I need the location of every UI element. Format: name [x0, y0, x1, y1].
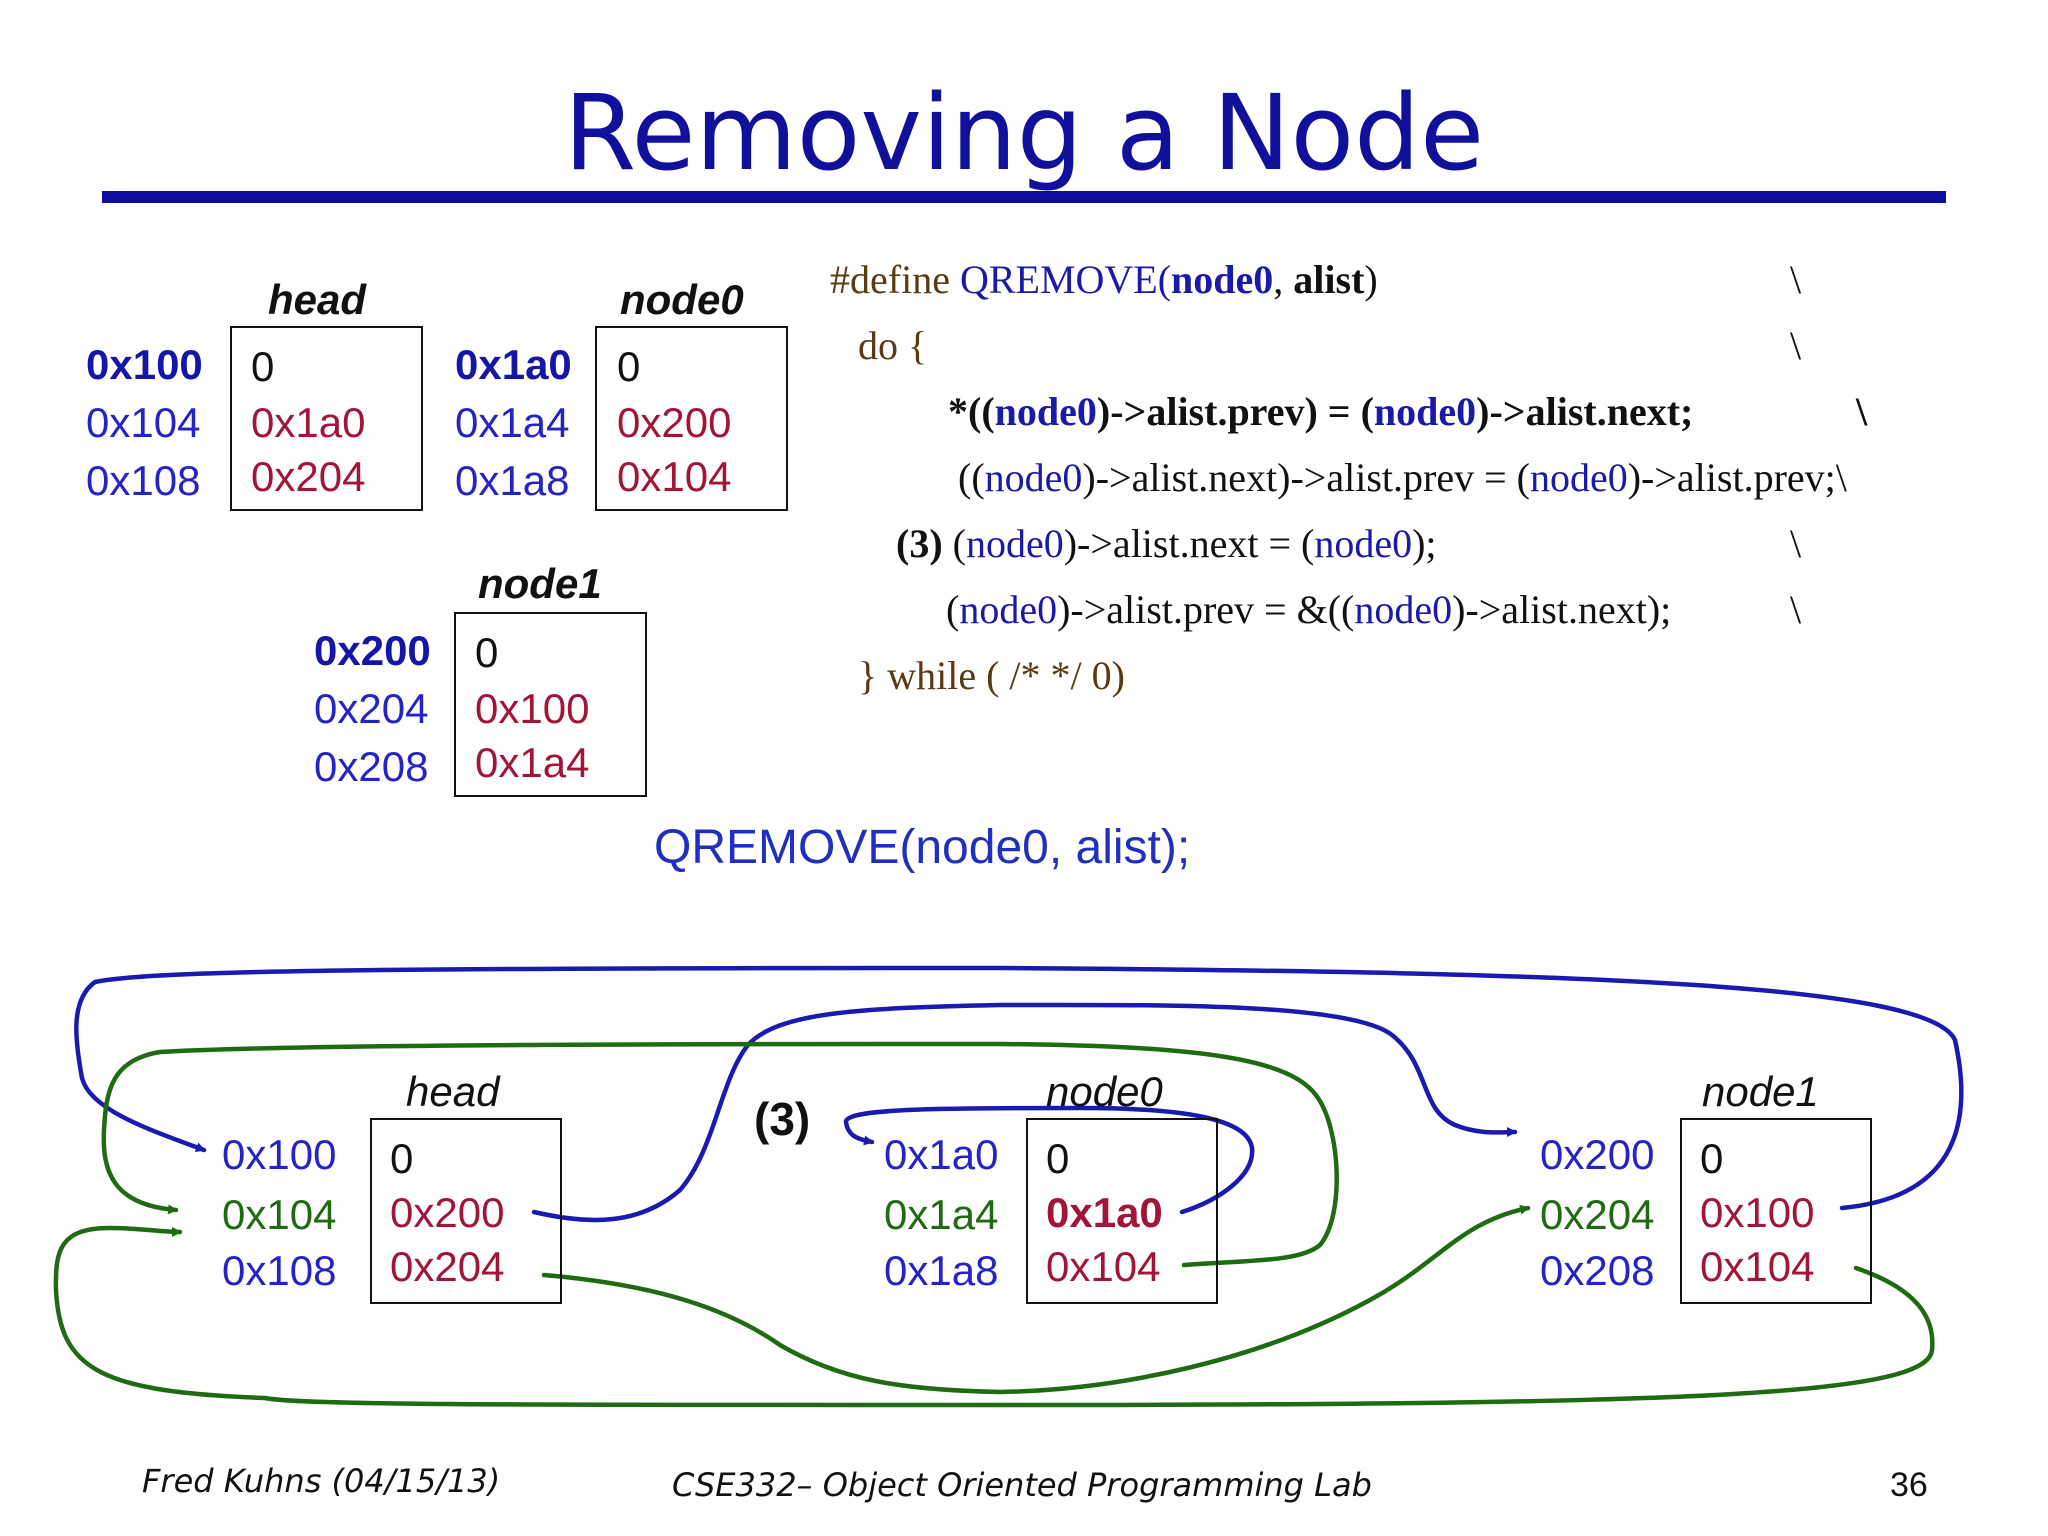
- top-node0-addr-0: 0x1a0: [455, 341, 572, 388]
- top-node0-box: [595, 326, 788, 511]
- footer-page-number: 36: [1890, 1466, 1928, 1504]
- step-3-label: (3): [754, 1093, 811, 1145]
- top-node1-val-0: 0: [475, 629, 499, 676]
- top-node0-addr-1: 0x1a4: [455, 399, 570, 446]
- top-node0-val-0: 0: [617, 343, 641, 390]
- bottom-head-val-1: 0x200: [390, 1189, 505, 1236]
- footer-author: Fred Kuhns (04/15/13): [142, 1462, 501, 1500]
- top-node1-addr-2: 0x208: [314, 743, 429, 790]
- code-line-3: *((node0)->alist.prev) = (node0)->alist.…: [948, 389, 1694, 434]
- top-node1-box: [454, 612, 647, 797]
- footer-course: CSE332– Object Oriented Programming Lab: [672, 1466, 1372, 1504]
- top-head-val-1: 0x1a0: [251, 399, 366, 446]
- bottom-node1-val-0: 0: [1700, 1135, 1724, 1182]
- slide-title: Removing a Node: [563, 72, 1485, 194]
- bottom-node1-addr-1: 0x204: [1540, 1191, 1655, 1238]
- top-node1-val-1: 0x100: [475, 685, 590, 732]
- bottom-head-val-0: 0: [390, 1135, 414, 1182]
- bottom-head-addr-1: 0x104: [222, 1191, 337, 1238]
- code-line-6-cont: \: [1790, 587, 1802, 632]
- bottom-node0-box: [1026, 1118, 1218, 1304]
- top-head-val-2: 0x204: [251, 453, 366, 500]
- top-head-addr-2: 0x108: [86, 457, 201, 504]
- bottom-node0-addr-1: 0x1a4: [884, 1191, 999, 1238]
- bottom-node0-val-2: 0x104: [1046, 1243, 1161, 1290]
- code-line-3-cont: \: [1856, 389, 1868, 434]
- bottom-node0-addr-0: 0x1a0: [884, 1131, 999, 1178]
- code-line-6: (node0)->alist.prev = &((node0)->alist.n…: [946, 587, 1672, 632]
- bottom-node1-val-2: 0x104: [1700, 1243, 1815, 1290]
- bottom-node1-label: node1: [1702, 1068, 1819, 1115]
- top-head-box: [230, 326, 423, 511]
- arrow-node0-prev-to-head: [101, 1041, 1339, 1268]
- bottom-head-box: [370, 1118, 562, 1304]
- top-head-addr-0: 0x100: [86, 341, 203, 388]
- arrow-node1-prev-to-head: [53, 1225, 1935, 1408]
- code-line-5-cont: \: [1790, 521, 1802, 566]
- code-line-1-cont: \: [1790, 257, 1802, 302]
- code-line-2: do {: [858, 323, 928, 368]
- top-head-addr-1: 0x104: [86, 399, 201, 446]
- top-node1-addr-1: 0x204: [314, 685, 429, 732]
- top-node0-val-2: 0x104: [617, 453, 732, 500]
- top-node0-label: node0: [620, 276, 744, 323]
- code-line-2-cont: \: [1790, 323, 1802, 368]
- code-line-7: } while ( /* */ 0): [858, 653, 1125, 698]
- code-line-5: (3) (node0)->alist.next = (node0);: [896, 521, 1437, 566]
- bottom-node0-addr-2: 0x1a8: [884, 1247, 999, 1294]
- top-node1-val-2: 0x1a4: [475, 739, 590, 786]
- arrow-head-next-to-node1: [531, 1002, 1518, 1223]
- arrow-head-prev-to-node1: [541, 1204, 1531, 1395]
- arrow-node0-next-self: [843, 1105, 1255, 1215]
- bottom-node1-box: [1680, 1118, 1872, 1304]
- code-line-4: ((node0)->alist.next)->alist.prev = (nod…: [958, 455, 1847, 500]
- bottom-node1-addr-2: 0x208: [1540, 1247, 1655, 1294]
- bottom-node1-val-1: 0x100: [1700, 1189, 1815, 1236]
- code-line-1: #define QREMOVE(node0, alist): [830, 257, 1378, 302]
- top-head-label: head: [268, 276, 367, 323]
- bottom-node0-val-1: 0x1a0: [1046, 1189, 1163, 1236]
- bottom-node0-val-0: 0: [1046, 1135, 1070, 1182]
- macro-call: QREMOVE(node0, alist);: [654, 821, 1191, 874]
- title-underline: [102, 191, 1946, 203]
- bottom-node1-addr-0: 0x200: [1540, 1131, 1655, 1178]
- top-node1-addr-0: 0x200: [314, 627, 431, 674]
- bottom-node0-label: node0: [1046, 1068, 1163, 1115]
- arrow-node1-next-to-head: [74, 965, 1964, 1211]
- top-head-val-0: 0: [251, 343, 275, 390]
- bottom-head-addr-0: 0x100: [222, 1131, 337, 1178]
- top-node0-addr-2: 0x1a8: [455, 457, 570, 504]
- bottom-head-addr-2: 0x108: [222, 1247, 337, 1294]
- top-node0-val-1: 0x200: [617, 399, 732, 446]
- top-node1-label: node1: [478, 560, 602, 607]
- bottom-head-val-2: 0x204: [390, 1243, 505, 1290]
- bottom-head-label: head: [406, 1068, 500, 1115]
